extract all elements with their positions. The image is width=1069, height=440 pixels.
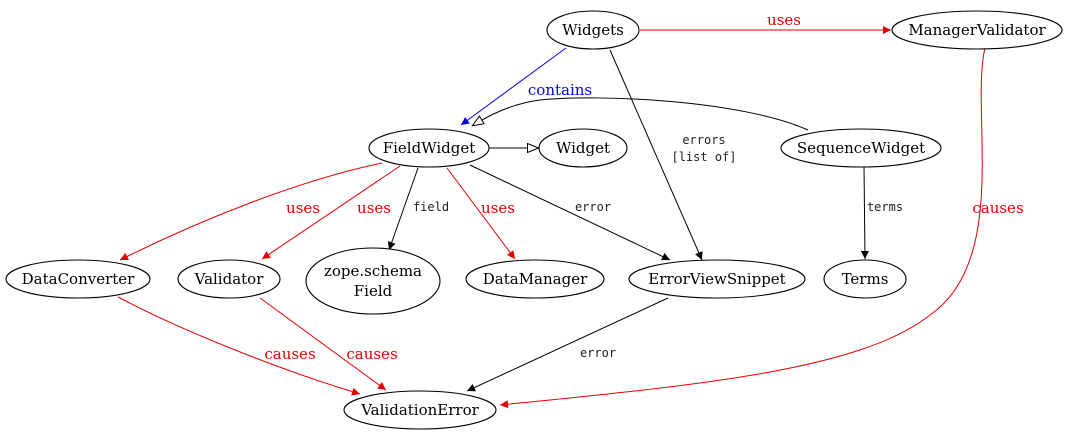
node-terms: Terms [823,259,907,299]
node-validator: Validator [177,259,281,299]
node-zope-schema-field-label-1: zope.schema [324,262,422,280]
label-uses-data-manager: uses [481,199,515,217]
label-error-snippet: error [580,346,616,360]
edge-widgets-field-widget [460,47,567,126]
label-error-field-widget: error [575,200,611,214]
edge-field-widget-data-manager [446,167,516,260]
label-causes-data-converter: causes [264,345,315,363]
node-error-view-snippet: ErrorViewSnippet [628,259,806,299]
node-widgets: Widgets [546,10,640,50]
label-errors: errors [682,133,725,147]
node-zope-schema-field: zope.schema Field [305,247,441,315]
edge-manager-validator-validation-error [499,47,986,409]
label-field: field [413,200,449,214]
node-manager-validator-label: ManagerValidator [908,21,1046,39]
edge-labels: uses contains errors [list of] uses uses… [264,11,1023,363]
node-data-manager: DataManager [465,259,605,299]
edge-field-widget-error-view-snippet [469,164,671,261]
node-zope-schema-field-label-2: Field [354,282,393,300]
edge-sequence-widget-field-widget [472,97,809,131]
node-error-view-snippet-label: ErrorViewSnippet [648,270,785,288]
node-field-widget-label: FieldWidget [383,139,476,157]
node-widgets-label: Widgets [562,21,624,39]
label-uses-manager-validator: uses [767,11,801,29]
node-validation-error: ValidationError [343,390,497,430]
node-validation-error-label: ValidationError [360,401,479,419]
node-terms-label: Terms [842,270,889,288]
node-widget: Widget [538,128,628,168]
node-widget-label: Widget [556,139,610,157]
edge-validator-validation-error [259,297,387,391]
node-manager-validator: ManagerValidator [891,10,1063,50]
edge-error-view-snippet-validation-error [466,297,669,392]
label-causes-validator: causes [346,345,397,363]
node-sequence-widget: SequenceWidget [780,128,942,168]
nodes: Widgets ManagerValidator FieldWidget Wid… [5,10,1063,430]
edge-sequence-widget-terms [860,165,869,260]
node-data-manager-label: DataManager [483,270,588,288]
label-uses-validator: uses [357,199,391,217]
node-data-converter-label: DataConverter [22,270,136,288]
label-causes-manager-validator: causes [972,199,1023,217]
edge-field-widget-data-converter [119,162,383,261]
edge-field-widget-schema-field [387,167,419,251]
node-validator-label: Validator [194,270,265,288]
label-contains: contains [528,81,592,99]
label-list-of: [list of] [671,150,736,164]
edge-data-converter-validation-error [117,296,361,396]
label-uses-data-converter: uses [286,199,320,217]
edge-field-widget-validator [261,165,401,260]
node-sequence-widget-label: SequenceWidget [797,139,925,157]
edges [117,26,986,409]
label-terms: terms [867,200,903,214]
node-data-converter: DataConverter [5,259,151,299]
node-field-widget: FieldWidget [368,128,490,168]
edge-widgets-error-view-snippet [609,49,703,261]
